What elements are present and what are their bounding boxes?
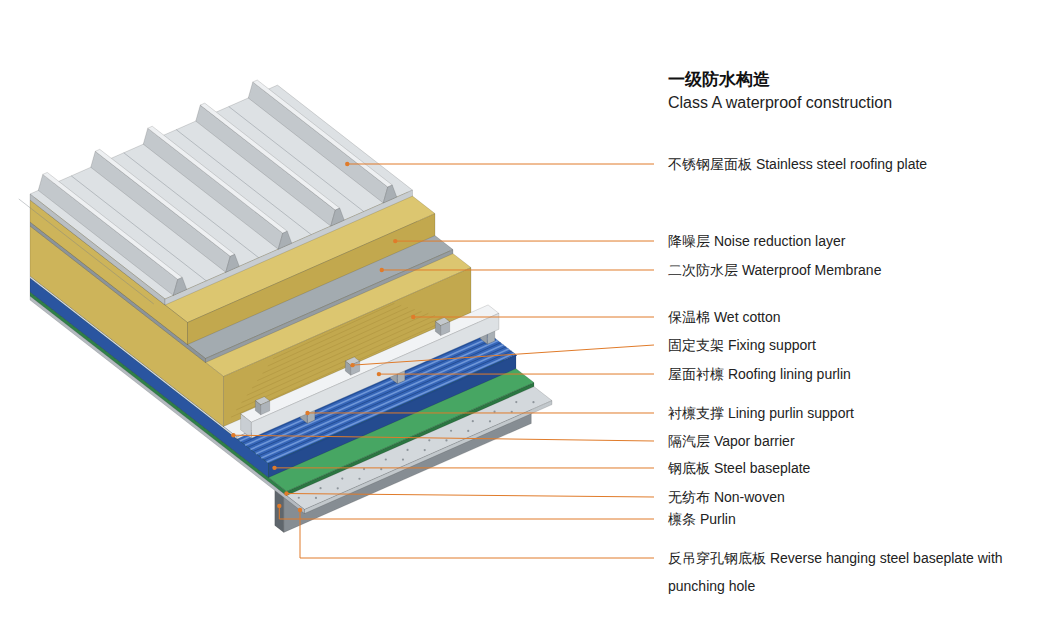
part-label: 无纺布 Non-woven xyxy=(668,483,785,511)
punch-hole xyxy=(467,430,469,432)
leader-line xyxy=(287,494,655,498)
leader-line xyxy=(379,374,654,375)
punch-hole xyxy=(450,430,452,432)
leader-dot xyxy=(305,411,309,415)
punch-hole xyxy=(358,478,360,480)
seam-end xyxy=(173,277,187,295)
subtitle: Class A waterproof construction xyxy=(668,89,892,117)
punch-hole xyxy=(424,449,426,451)
seam-slope xyxy=(248,82,388,203)
seam-end xyxy=(226,254,240,272)
punch-hole xyxy=(315,497,317,499)
leader-dot xyxy=(393,239,397,243)
punch-hole xyxy=(515,401,517,403)
leader-line xyxy=(279,506,654,519)
punch-hole xyxy=(337,487,339,489)
part-label: 固定支架 Fixing support xyxy=(668,331,816,359)
fixing-support-front xyxy=(345,361,350,375)
part-label: 檩条 Purlin xyxy=(668,505,736,533)
leader-dot xyxy=(272,466,276,470)
leader-dot xyxy=(411,315,415,319)
leader-line xyxy=(395,241,654,242)
lining-purlin-front xyxy=(241,414,252,438)
punch-hole xyxy=(445,439,447,441)
roof-layers xyxy=(19,80,552,532)
punch-hole xyxy=(341,478,343,480)
fixing-support-front xyxy=(255,401,260,415)
part-label: 不锈钢屋面板 Stainless steel roofing plate xyxy=(668,150,927,178)
part-label: 反吊穿孔钢底板 Reverse hanging steel baseplate … xyxy=(668,544,1053,600)
part-label: 降噪层 Noise reduction layer xyxy=(668,227,845,255)
part-label: 二次防水层 Waterproof Membrane xyxy=(668,256,881,284)
leader-line xyxy=(275,467,655,468)
leader-dot xyxy=(350,363,354,367)
part-label: 隔汽层 Vapor barrier xyxy=(668,427,795,455)
leader-line xyxy=(353,345,655,365)
fixing-support-side xyxy=(441,322,450,336)
leader-line xyxy=(347,164,654,165)
fixing-support-front xyxy=(435,321,440,335)
leader-dot xyxy=(380,268,384,272)
punch-hole xyxy=(493,411,495,413)
punch-hole xyxy=(298,497,300,499)
punch-hole xyxy=(472,420,474,422)
part-label: 衬檩支撑 Lining purlin support xyxy=(668,399,854,427)
leader-lines xyxy=(231,162,654,558)
seam-slope xyxy=(91,151,231,272)
leader-dot xyxy=(284,491,288,495)
punch-hole xyxy=(385,458,387,460)
part-label: 屋面衬檩 Roofing lining purlin xyxy=(668,360,851,388)
punch-hole xyxy=(428,439,430,441)
fixing-support-side xyxy=(261,401,270,415)
punch-hole xyxy=(489,420,491,422)
fixing-support-side xyxy=(351,361,360,375)
leader-dot xyxy=(345,162,349,166)
punch-hole xyxy=(406,449,408,451)
leader-line xyxy=(233,435,654,441)
roof-plate-top xyxy=(30,85,413,299)
punch-hole xyxy=(402,458,404,460)
leader-dot xyxy=(377,372,381,376)
lining-purlin-side xyxy=(251,313,499,438)
seam-end xyxy=(278,231,292,249)
seam-end xyxy=(331,208,345,226)
leader-line xyxy=(382,269,654,270)
leader-line xyxy=(300,510,654,558)
part-label: 钢底板 Steel baseplate xyxy=(668,454,810,482)
seam-top xyxy=(43,172,183,279)
leader-dot xyxy=(277,504,281,508)
seam-end xyxy=(383,185,397,203)
seam-slope xyxy=(196,105,336,226)
leader-line xyxy=(413,317,654,318)
part-label: 保温棉 Wet cotton xyxy=(668,303,781,331)
leader-dot xyxy=(231,433,235,437)
diagram-title: 一级防水构造 xyxy=(668,68,770,92)
leader-dot xyxy=(298,508,302,512)
punch-hole xyxy=(532,401,534,403)
noise-layer-top xyxy=(30,91,435,322)
seam-slope xyxy=(143,128,283,249)
seam-slope xyxy=(38,174,178,295)
punch-hole xyxy=(319,487,321,489)
leader-line xyxy=(308,412,655,413)
